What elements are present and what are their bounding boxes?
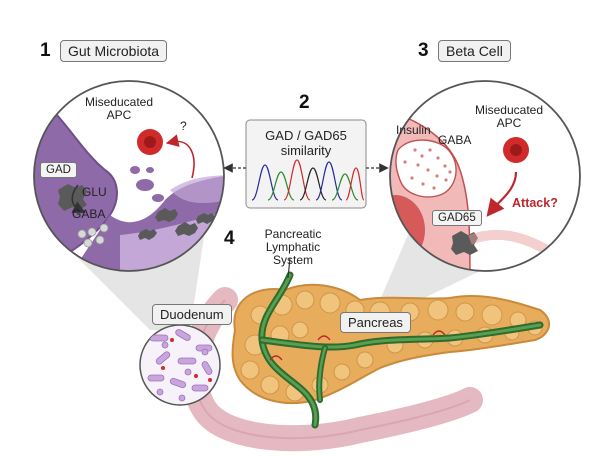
pancreas-organ	[231, 283, 550, 404]
similarity-text: GAD / GAD65 similarity	[265, 128, 347, 158]
beta-gaba-label: GABA	[438, 133, 472, 147]
panel-number-similarity: 2	[299, 92, 310, 113]
beta-apc-label: Miseducated APC	[474, 103, 544, 130]
gut-gaba-label: GABA	[72, 207, 106, 221]
duodenum-zoom	[139, 324, 221, 406]
gut-apc-label: Miseducated APC	[84, 95, 154, 122]
gut-glu-label: GLU	[82, 185, 107, 199]
beta-gad65-label: GAD65	[432, 210, 482, 226]
panel-number-lymph: 4	[224, 228, 235, 249]
panel-number-gut: 1	[40, 40, 51, 61]
panel-title-gut: Gut Microbiota	[60, 40, 168, 62]
similarity-panel	[245, 119, 367, 209]
lymph-text: Pancreatic Lymphatic System	[264, 227, 322, 267]
gut-question-mark: ?	[180, 119, 187, 133]
duodenum-label: Duodenum	[152, 304, 232, 325]
gut-zoom-circle	[33, 80, 225, 272]
panel-title-beta: Beta Cell	[438, 40, 511, 62]
pancreas-label: Pancreas	[340, 312, 411, 333]
lymph-pointer	[287, 257, 291, 279]
beta-insulin-label: Insulin	[396, 123, 431, 137]
beta-attack-label: Attack?	[512, 196, 558, 210]
panel-number-beta: 3	[418, 40, 429, 61]
gut-gad-label: GAD	[40, 162, 77, 178]
lymphatic-vessels	[258, 271, 544, 429]
